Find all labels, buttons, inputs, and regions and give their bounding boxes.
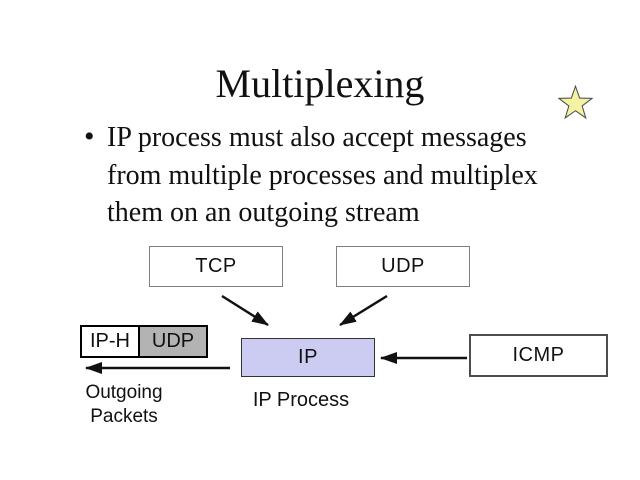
icmp-box-label: ICMP [512,344,565,366]
bullet-line: IP process must also accept messages [107,122,527,153]
bullet-marker: • [84,120,95,153]
packet-payload: UDP [140,327,206,356]
bullet-item: • IP process must also accept messages f… [84,119,554,232]
arrow-udp-to-ip [339,294,388,327]
packet-box: IP-H UDP [80,325,208,358]
ip-process-label: IP Process [252,389,350,411]
bullet-line: them on an outgoing stream [107,197,420,228]
tcp-box: TCP [149,246,283,287]
bullet-text: IP process must also accept messages fro… [107,119,554,232]
star-icon [558,84,593,120]
ip-box: IP [241,338,375,377]
packet-header-label: IP-H [90,330,130,352]
udp-box-label: UDP [381,255,425,277]
tcp-box-label: TCP [195,255,237,277]
arrow-tcp-to-ip [221,294,269,327]
packet-header: IP-H [82,327,140,356]
icmp-box: ICMP [469,334,608,377]
slide-title: Multiplexing [215,61,425,106]
bullet-line: from multiple processes and multiplex [107,159,538,191]
udp-box: UDP [336,246,470,287]
packet-payload-label: UDP [151,330,195,352]
outgoing-packets-label: Outgoing Packets [85,382,163,427]
ip-box-label: IP [298,346,318,368]
